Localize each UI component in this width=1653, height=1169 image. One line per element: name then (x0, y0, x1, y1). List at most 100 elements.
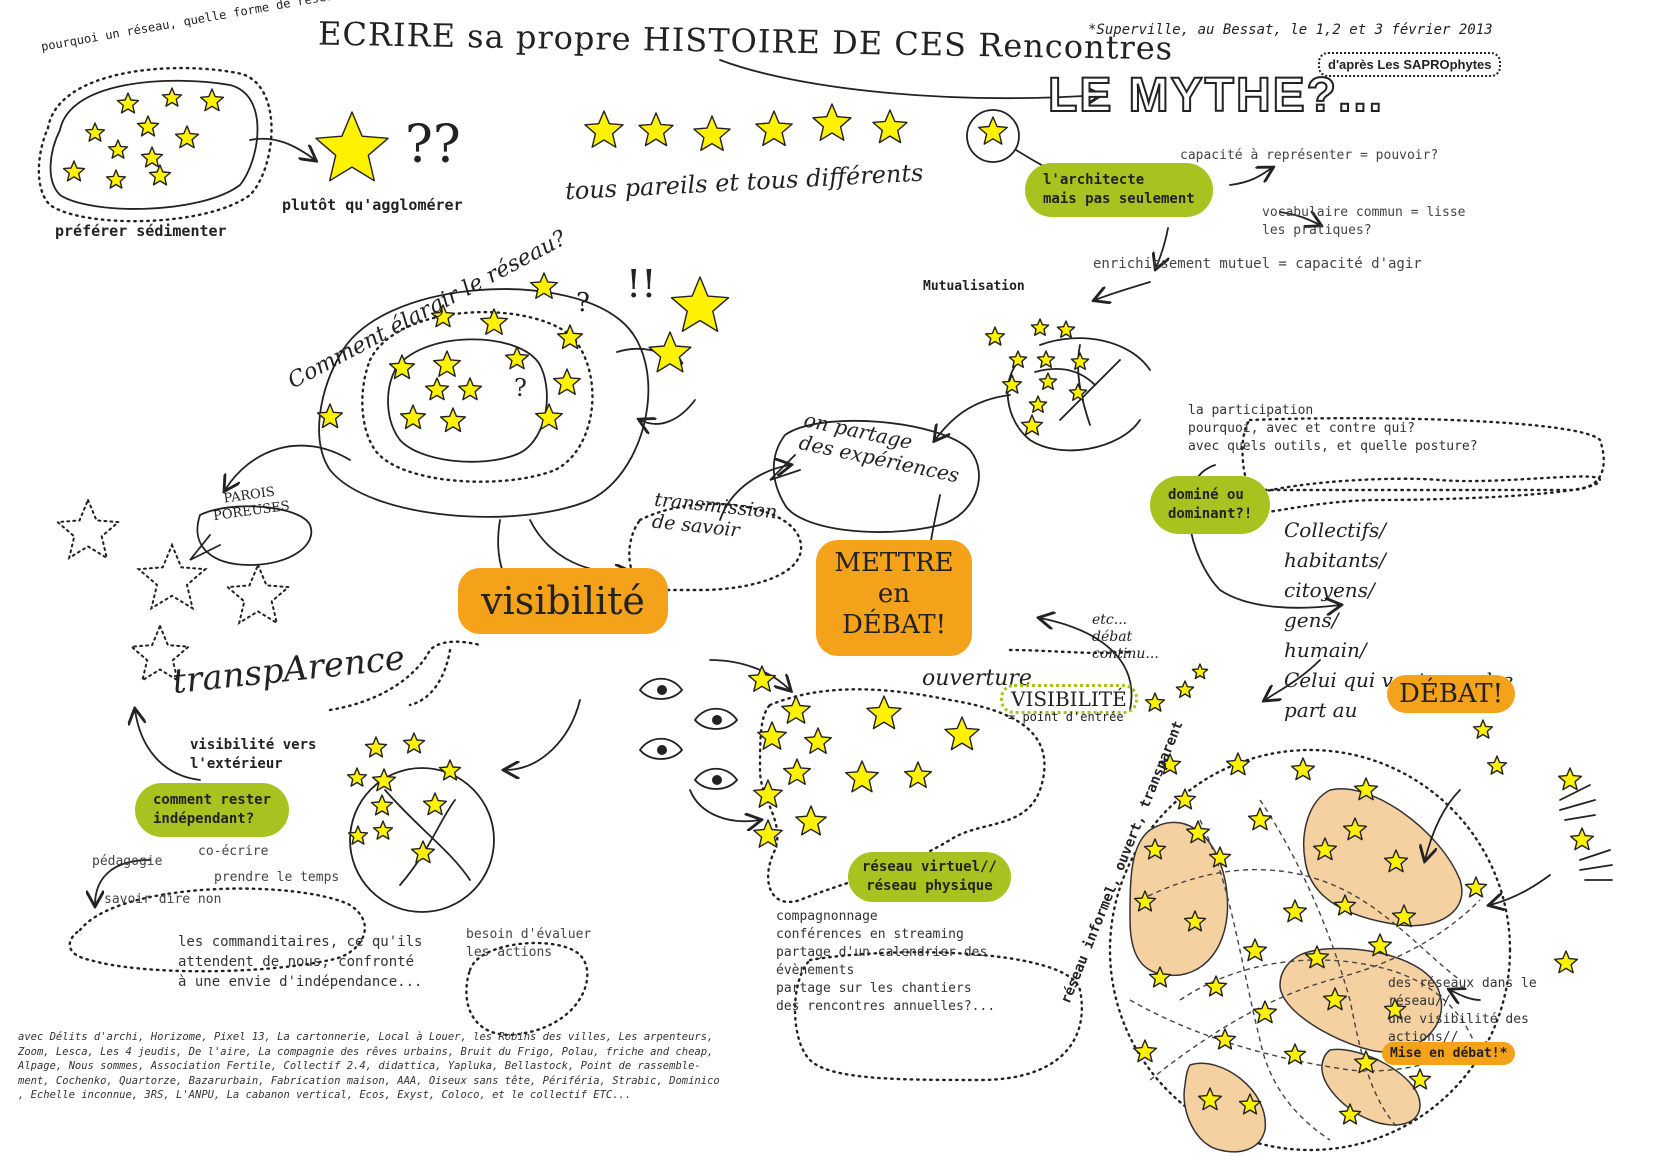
networks-note: des réseaux dans le réseau// une visibil… (1388, 976, 1537, 1045)
visibilite-box: visibilité (458, 568, 668, 634)
dotted-star-icon (55, 497, 121, 561)
star-icon (347, 825, 369, 845)
question-mark-1: ? (576, 288, 590, 318)
star-icon (1283, 1043, 1307, 1065)
star-icon (480, 308, 508, 335)
star-icon (693, 115, 731, 152)
star-icon (388, 354, 416, 380)
star-icon (1143, 838, 1167, 860)
time-note: prendre le temps (214, 870, 340, 885)
star-icon (410, 840, 436, 864)
star-icon (1247, 807, 1273, 831)
star-icon (978, 116, 1008, 145)
star-icon (346, 767, 368, 787)
cowrite-note: co-écrire (198, 844, 269, 859)
star-icon (1191, 663, 1209, 680)
star-icon (1353, 1050, 1379, 1074)
star-icon (438, 759, 462, 781)
star-icon (1158, 753, 1182, 775)
star-icon (372, 820, 394, 840)
network-ellipses (318, 288, 650, 518)
star-icon (1020, 414, 1044, 436)
sponsors-note: les commanditaires, ce qu'ils attendent … (178, 934, 423, 990)
star-icon (753, 819, 783, 848)
mutualisation-label: Mutualisation (923, 279, 1025, 294)
vocab-note: vocabulaire commun = lisse les pratiques… (1262, 205, 1466, 238)
star-icon (148, 164, 172, 186)
architect-box: l'architecte mais pas seulement (1025, 163, 1213, 217)
independence-bubble (68, 887, 367, 973)
rather-label: plutôt qu'agglomérer (282, 196, 463, 214)
star-icon (199, 88, 225, 112)
star-icon (781, 695, 811, 724)
star-icon (1464, 876, 1488, 898)
star-icon (1036, 350, 1056, 368)
virtual-network-box: réseau virtuel// réseau physique (848, 852, 1011, 902)
star-icon (556, 324, 584, 350)
star-icon (1173, 788, 1197, 810)
represent-note: capacité à représenter = pouvoir? (1180, 148, 1439, 163)
arrow-to-mythe (719, 59, 1100, 98)
star-icon (845, 760, 879, 793)
star-icon (1383, 849, 1409, 873)
star-icon (1225, 752, 1251, 776)
star-icon (1557, 767, 1583, 791)
star-icon (371, 768, 397, 792)
star-icon (399, 404, 427, 430)
star-icon (1569, 827, 1595, 851)
star-icon (1183, 910, 1207, 932)
star-icon (1030, 318, 1050, 336)
independence-circle (349, 767, 495, 913)
star-icon (316, 403, 344, 429)
star-icon (1242, 938, 1268, 962)
star-icon (1133, 890, 1157, 912)
star-icon (584, 110, 624, 148)
star-icon (84, 122, 106, 142)
star-icon (1008, 350, 1028, 368)
star-icon (872, 109, 908, 144)
credit-tag: d'après Les SAPROphytes (1318, 52, 1502, 77)
companions-note: compagnonnage conférences en streaming p… (776, 909, 996, 1014)
evaluate-note: besoin d'évaluer les actions (466, 927, 592, 960)
star-icon (1408, 1068, 1432, 1090)
exclamation-marks: !! (626, 262, 657, 306)
star-icon (424, 377, 450, 401)
mise-en-debat-tag: Mise en débat!* (1382, 1042, 1516, 1065)
star-icon (430, 304, 456, 328)
star-icon (504, 346, 530, 370)
visibility-entry: VISIBILITÉ (1000, 684, 1138, 714)
star-icon (1238, 1093, 1262, 1115)
star-icon (1132, 1039, 1158, 1063)
star-icon (1175, 680, 1195, 698)
star-icon (904, 761, 932, 788)
star-icon (1383, 998, 1407, 1020)
domine-box: dominé ou dominant?! (1150, 476, 1271, 534)
arrow-to-big-star (249, 137, 315, 160)
star-icon (648, 331, 692, 373)
star-icon (1204, 975, 1228, 997)
star-icon (944, 716, 980, 751)
star-icon (1197, 1087, 1223, 1111)
arrow-to-walls (225, 444, 351, 490)
debat-word: DÉBAT! (1387, 675, 1516, 713)
star-icon (1070, 352, 1090, 370)
eyes (638, 677, 739, 790)
star-icon (1028, 395, 1048, 413)
star-icon (1322, 987, 1348, 1011)
dotted-star-icon (129, 623, 191, 683)
star-icon (1338, 1103, 1362, 1125)
star-icon (670, 276, 730, 332)
event-date: *Superville, au Bessat, le 1,2 et 3 févr… (1088, 22, 1493, 38)
star-icon (1213, 1028, 1237, 1050)
etc-note: etc... débat continu... (1092, 612, 1159, 662)
entry-point-note: = point d'entrée (1008, 710, 1124, 724)
star-icon (1148, 966, 1172, 988)
star-icon (1312, 837, 1338, 861)
star-icon (638, 112, 674, 147)
star-icon (174, 125, 200, 149)
star-icon (984, 326, 1006, 346)
star-icon (433, 350, 461, 377)
star-icon (422, 792, 448, 816)
star-icon (1282, 899, 1308, 923)
star-icon (136, 115, 160, 137)
